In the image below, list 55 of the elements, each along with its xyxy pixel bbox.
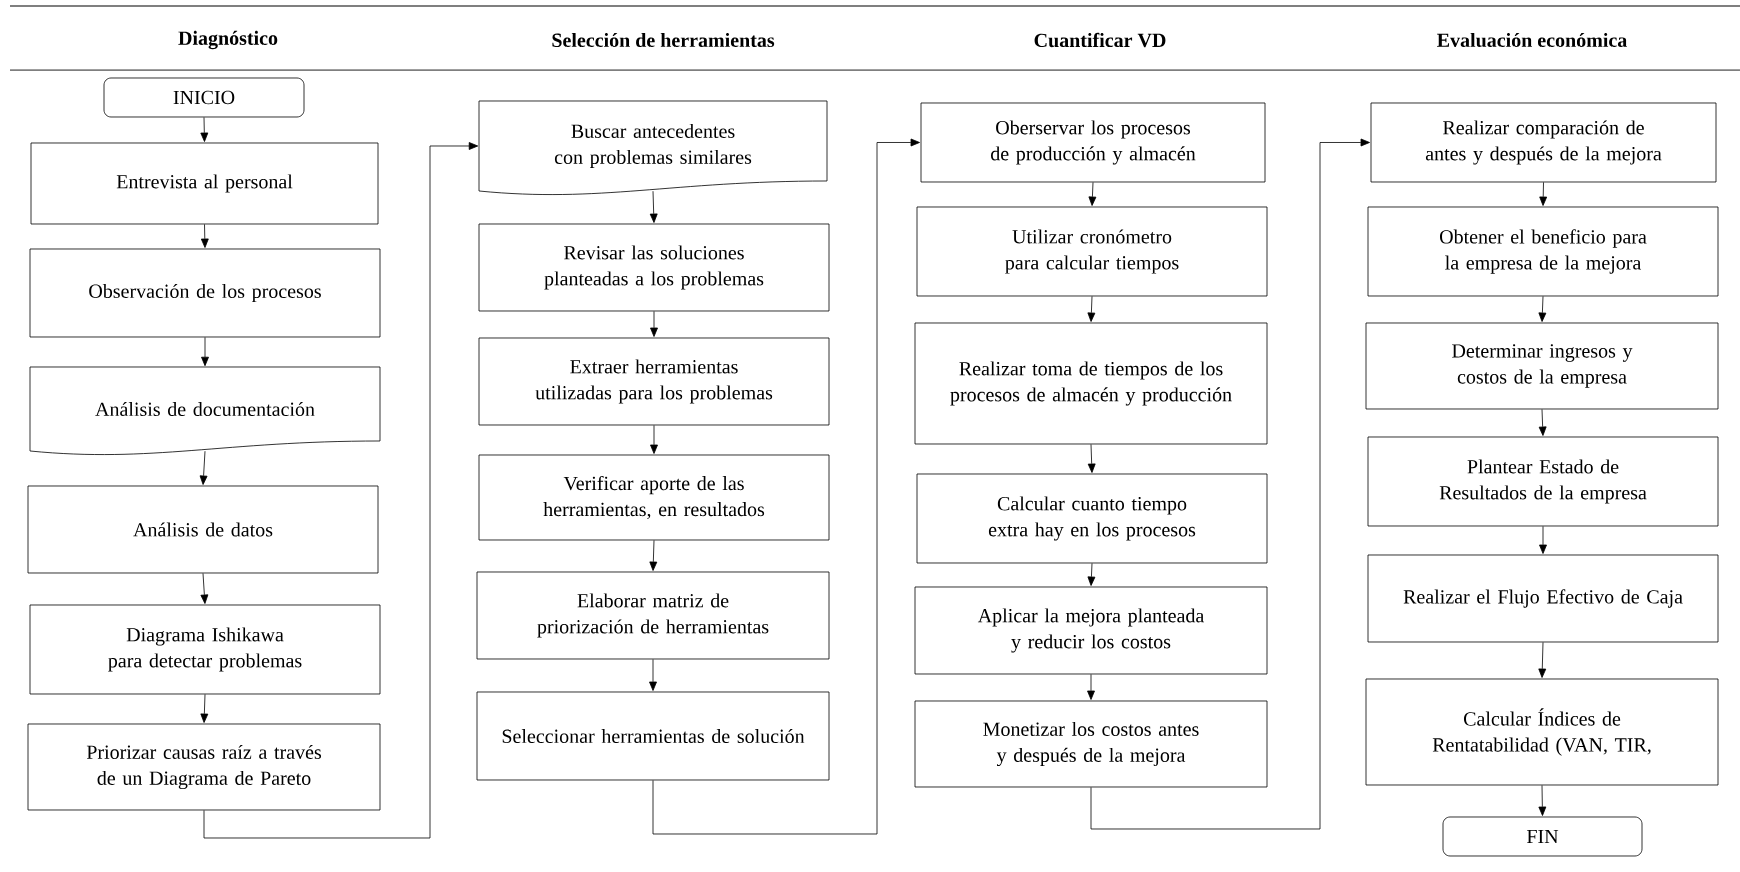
arrow <box>1538 409 1547 436</box>
arrow <box>649 540 658 571</box>
process-box: Verificar aporte de las herramientas, en resultados <box>478 454 830 541</box>
arrow <box>1538 785 1547 816</box>
process-box: Calcular Índices de Rentatabilidad (VAN, TIR, <box>1365 678 1719 786</box>
arrow <box>200 694 209 723</box>
column-heading: Diagnóstico <box>178 30 278 50</box>
terminal-box: INICIO <box>103 77 305 118</box>
process-box: Oberservar los procesos de producción y almacén <box>920 102 1266 183</box>
process-box: Análisis de datos <box>27 485 379 574</box>
process-box: Observación de los procesos <box>29 248 381 338</box>
process-box: Determinar ingresos y costos de la empresa <box>1365 322 1719 410</box>
arrow <box>1087 296 1096 322</box>
process-box: Priorizar causas raíz a través de un Diagrama de Pareto <box>27 723 381 811</box>
arrow <box>1088 182 1097 206</box>
arrow <box>200 573 209 604</box>
process-box: Seleccionar herramientas de solución <box>476 691 830 781</box>
arrow <box>1538 642 1547 678</box>
arrow <box>1539 182 1548 206</box>
process-box: Obtener el beneficio para la empresa de la mejora <box>1367 206 1719 297</box>
arrow <box>649 659 657 691</box>
arrow <box>1539 526 1547 554</box>
process-box: Calcular cuanto tiempo extra hay en los procesos <box>916 473 1268 564</box>
arrow <box>650 311 658 337</box>
column-heading: Cuantificar VD <box>1034 32 1166 48</box>
arrow <box>203 142 479 839</box>
arrow <box>201 337 209 367</box>
arrow <box>652 138 920 835</box>
process-box: Aplicar la mejora planteada y reducir los costos <box>914 586 1268 675</box>
arrow <box>200 224 209 248</box>
arrow <box>1087 444 1096 473</box>
arrow <box>1087 674 1095 700</box>
arrow <box>650 425 658 454</box>
arrow <box>649 190 658 223</box>
process-box: Entrevista al personal <box>30 142 379 225</box>
process-box: Diagrama Ishikawa para detectar problemas <box>29 604 381 695</box>
document-box: Buscar antecedentes con problemas similares <box>478 100 828 195</box>
document-box: Análisis de documentación <box>29 366 381 455</box>
column-heading: Evaluación económica <box>1437 32 1627 48</box>
column-heading: Selección de herramientas <box>552 32 775 48</box>
arrow <box>199 450 208 485</box>
process-box: Realizar toma de tiempos de los procesos de almacén y producción <box>914 322 1268 445</box>
terminal-box: FIN <box>1442 816 1643 857</box>
arrow <box>1538 296 1547 322</box>
process-box: Utilizar cronómetro para calcular tiempos <box>916 206 1268 297</box>
process-box: Realizar comparación de antes y después de la mejora <box>1370 102 1717 183</box>
arrow <box>1090 138 1370 830</box>
process-box: Revisar las soluciones planteadas a los problemas <box>478 223 830 312</box>
arrow <box>1087 563 1096 586</box>
process-box: Elaborar matriz de priorización de herramientas <box>476 571 830 660</box>
arrow <box>200 117 209 142</box>
process-box: Monetizar los costos antes y después de la mejora <box>914 700 1268 788</box>
process-box: Extraer herramientas utilizadas para los problemas <box>478 337 830 426</box>
process-box: Plantear Estado de Resultados de la empresa <box>1367 436 1719 527</box>
process-box: Realizar el Flujo Efectivo de Caja <box>1367 554 1719 643</box>
